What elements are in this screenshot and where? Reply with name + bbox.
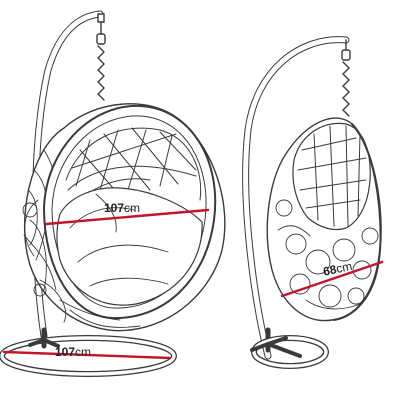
left-chain <box>96 21 106 101</box>
right-chair-side-view <box>242 36 382 369</box>
left-cushion <box>56 187 203 306</box>
left-chair-front-view <box>0 10 226 377</box>
left-rim-inner <box>51 115 207 309</box>
base-diameter-value: 107 <box>55 345 76 359</box>
left-chair-width-label: 107cm <box>104 202 140 214</box>
right-chair-depth-line <box>280 260 384 298</box>
base-diameter-label: 107cm <box>55 346 91 358</box>
left-chair-width-value: 107 <box>104 201 125 215</box>
base-diameter-line <box>2 350 172 360</box>
base-diameter-unit: cm <box>75 345 92 359</box>
left-chair-width-unit: cm <box>124 201 141 215</box>
right-chain <box>341 39 351 117</box>
left-chair-width-line <box>44 208 210 226</box>
